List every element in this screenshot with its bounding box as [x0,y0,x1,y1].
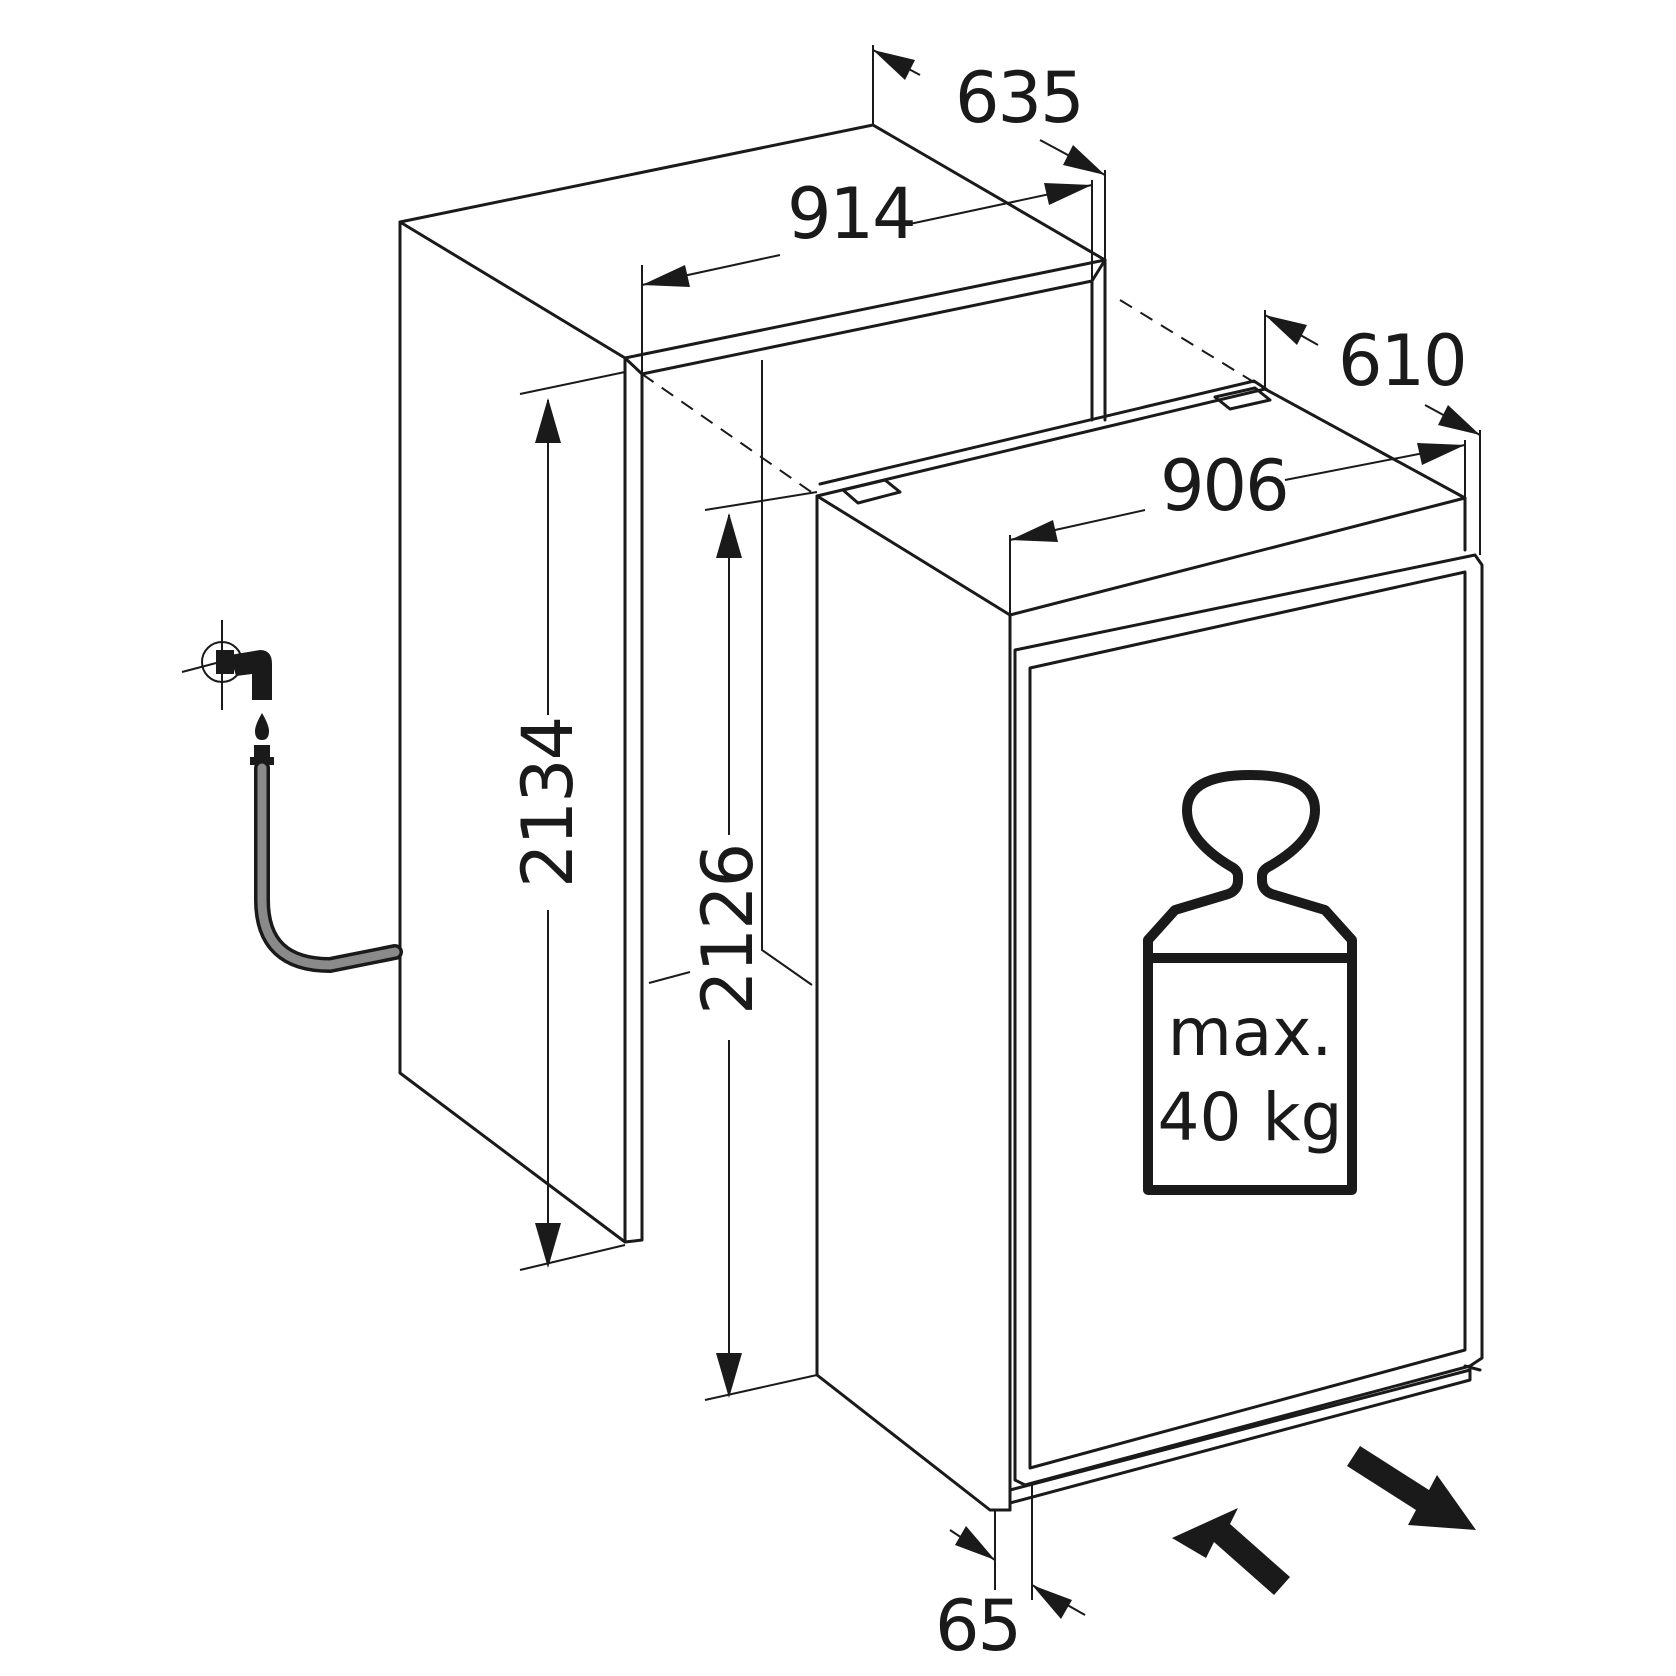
dim-label-2126: 2126 [687,845,769,1015]
dim-label-906: 906 [1160,445,1288,527]
push-in-arrow-icon [1172,1508,1290,1595]
weight-label-line2: 40 kg [1157,1079,1342,1156]
dim-label-610: 610 [1338,320,1466,402]
niche-cabinet [398,123,1107,1244]
weight-icon: max. 40 kg [1143,770,1357,1195]
appliance [815,379,1484,1512]
dim-label-2134: 2134 [507,718,589,888]
dim-appliance-width: 906 [1009,440,1466,615]
dim-niche-width: 914 [641,173,1093,374]
pull-out-arrow-icon [1347,1446,1476,1530]
dim-niche-height: 2134 [507,371,626,1271]
dim-niche-depth: 635 [872,45,1106,260]
dim-appliance-depth: 610 [1264,310,1481,555]
dim-label-914: 914 [787,173,915,255]
dim-label-65: 65 [935,1585,1020,1667]
dim-appliance-height: 2126 [687,491,818,1401]
dim-label-635: 635 [955,57,1083,139]
dim-door-offset: 65 [935,1485,1086,1667]
water-hose [254,760,403,974]
alignment-lines [641,299,1266,497]
weight-label-line1: max. [1168,994,1333,1071]
water-tap-icon [181,620,274,765]
